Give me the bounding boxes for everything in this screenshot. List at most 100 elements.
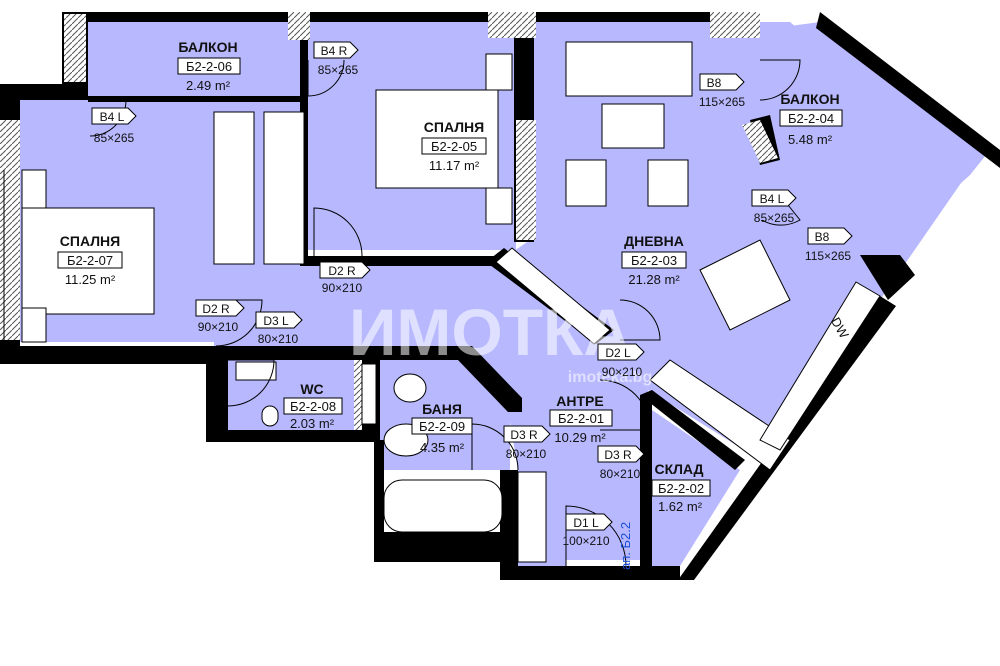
room-living: ДНЕВНА Б2-2-03 21.28 m² <box>621 233 687 287</box>
hatch-column-6 <box>742 120 778 163</box>
wall-top-right <box>520 12 760 22</box>
wall-top-mid <box>300 12 536 22</box>
room-area: 11.25 m² <box>65 272 116 287</box>
room-code-box <box>779 109 843 127</box>
room-code: Б2-2-05 <box>431 139 477 154</box>
opening-d3r-a: D3 R 80×210 <box>503 425 551 461</box>
room-code-box <box>57 251 123 269</box>
opening-b4l-b: B4 L 85×265 <box>751 189 797 225</box>
opening-label: D1 L <box>573 516 599 530</box>
door-swing-b8-a <box>759 59 801 101</box>
wall-storage-diag <box>640 390 745 470</box>
opening-b8-a: B8 115×265 <box>699 73 745 109</box>
opening-d3r-b: D3 R 80×210 <box>597 445 645 481</box>
door-swing-b4r <box>307 59 345 97</box>
opening-b8-b: B8 115×265 <box>805 227 853 263</box>
room-area: 1.62 m² <box>658 499 703 514</box>
opening-label: D2 R <box>202 302 230 316</box>
wardrobe-1 <box>213 111 255 265</box>
opening-labels: B4 R 85×265 B4 L 85×265 B8 115×265 B4 L … <box>91 41 853 548</box>
room-area: 2.49 m² <box>186 78 231 93</box>
watermark-sub: imoteka.bg <box>568 369 652 386</box>
room-labels: БАЛКОН Б2-2-06 2.49 m² СПАЛНЯ Б2-2-05 11… <box>57 39 843 514</box>
hatch-column-1 <box>0 120 20 340</box>
opening-d1l: D1 L 100×210 <box>562 513 613 548</box>
opening-label: B8 <box>815 230 830 244</box>
door-swing-d3r-a <box>471 423 519 471</box>
dining-table <box>699 239 791 331</box>
room-name: СКЛАД <box>654 461 703 477</box>
opening-dim: 80×210 <box>258 332 299 346</box>
wall-hall-left <box>500 470 518 580</box>
opening-label: B4 L <box>760 192 785 206</box>
room-name: БАЛКОН <box>780 91 839 107</box>
toilet-wc <box>261 405 279 427</box>
opening-tag <box>313 41 359 59</box>
room-bathroom: БАНЯ Б2-2-09 4.35 m² <box>411 401 473 455</box>
opening-tag <box>195 299 245 317</box>
room-code-box <box>283 397 343 415</box>
room-name: БАНЯ <box>422 401 462 417</box>
room-name: ДНЕВНА <box>624 233 684 249</box>
room-bedroom-1: СПАЛНЯ Б2-2-05 11.17 m² <box>421 119 487 173</box>
wc-basin <box>235 361 277 381</box>
opening-tag <box>91 107 137 125</box>
opening-dim: 85×265 <box>754 211 795 225</box>
room-code: Б2-2-07 <box>67 253 113 268</box>
opening-label: B4 R <box>321 44 348 58</box>
room-code: Б2-2-06 <box>186 59 232 74</box>
room-area: 5.48 m² <box>788 132 833 147</box>
nightstand-2b <box>21 307 47 343</box>
armchair-1 <box>565 159 607 207</box>
wall-bedroom2-bottom <box>0 346 216 364</box>
room-name: СПАЛНЯ <box>424 119 484 135</box>
door-swing-d2r-b <box>215 299 263 347</box>
opening-label: D3 L <box>263 314 289 328</box>
opening-dim: 90×210 <box>198 320 239 334</box>
room-name: WC <box>300 381 323 397</box>
coffee-table <box>601 103 665 149</box>
furniture <box>21 41 881 563</box>
room-code-box <box>411 417 473 435</box>
room-storage: СКЛАД Б2-2-02 1.62 m² <box>651 461 711 514</box>
bathtub <box>383 479 503 533</box>
room-code-box <box>651 479 711 497</box>
opening-label: D2 R <box>328 264 356 278</box>
room-wc: WC Б2-2-08 2.03 m² <box>283 381 343 431</box>
wall-storage-left <box>640 395 652 580</box>
room-name: БАЛКОН <box>178 39 237 55</box>
room-area: 2.03 m² <box>290 416 335 431</box>
room-code-box <box>549 409 613 427</box>
room-name: СПАЛНЯ <box>60 233 120 249</box>
opening-tag <box>255 311 303 329</box>
room-code: Б2-2-01 <box>558 411 604 426</box>
shoe-cabinet <box>517 471 547 563</box>
opening-tag <box>597 343 645 361</box>
wall-balcony2-corner <box>860 255 915 300</box>
opening-tag <box>319 261 371 279</box>
wall-bath-bottom <box>374 532 520 562</box>
opening-tag <box>503 425 551 443</box>
door-swing-d3l <box>227 359 275 407</box>
door-swing-d2r-a <box>313 207 363 257</box>
tv-unit <box>495 247 611 345</box>
railing-right <box>823 17 999 153</box>
opening-tag <box>751 189 797 207</box>
nightstand-2a <box>21 169 47 209</box>
hatch-column-5 <box>710 12 760 38</box>
room-area: 4.35 m² <box>420 440 465 455</box>
opening-dim: 100×210 <box>562 534 609 548</box>
washer <box>361 363 377 425</box>
opening-tag <box>597 445 645 463</box>
opening-dim: 80×210 <box>506 447 547 461</box>
nightstand-1a <box>485 53 513 91</box>
opening-dim: 90×210 <box>322 281 363 295</box>
room-code-box <box>177 57 241 75</box>
room-balcony-1: БАЛКОН Б2-2-06 2.49 m² <box>177 39 241 93</box>
wall-diagonal-bath <box>458 346 522 412</box>
wall-balcony2-right <box>816 12 1000 168</box>
hatch-column-4 <box>488 12 536 38</box>
door-swing-d3r-b <box>599 379 651 431</box>
wall-hall-bottom <box>500 566 680 580</box>
room-bedroom-2: СПАЛНЯ Б2-2-07 11.25 m² <box>57 233 123 287</box>
